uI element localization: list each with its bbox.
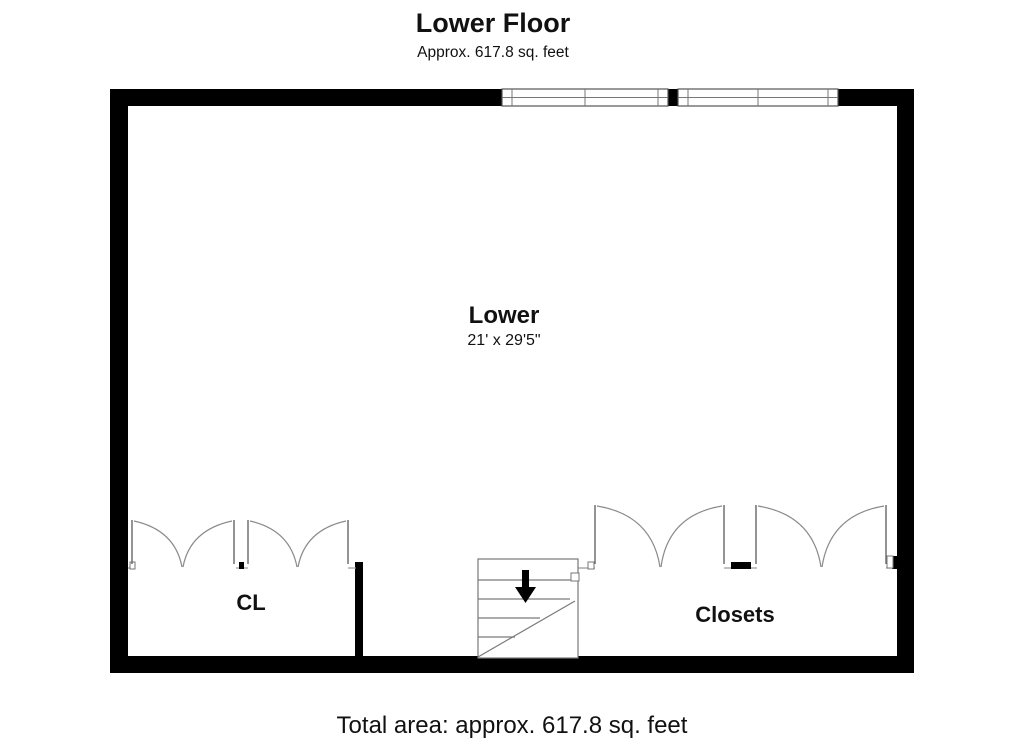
cl-door-right <box>239 520 349 569</box>
cl-door-left <box>129 520 235 570</box>
wall-top-mullion <box>668 89 678 106</box>
down-arrow-icon <box>515 570 536 603</box>
floor-area-label: Approx. 617.8 sq. feet <box>417 44 569 61</box>
room-closets-name: Closets <box>695 602 774 627</box>
room-cl-name: CL <box>236 590 265 615</box>
closets-door-left <box>587 505 725 570</box>
window-left <box>501 88 669 107</box>
wall-top-right <box>838 89 914 106</box>
wall-bottom <box>110 656 914 673</box>
total-area-label: Total area: approx. 617.8 sq. feet <box>336 712 688 739</box>
wall-top-left <box>110 89 502 106</box>
stairs <box>477 558 580 659</box>
room-lower-name: Lower <box>469 302 540 329</box>
cl-partition-wall <box>355 562 363 658</box>
interior-walls <box>355 556 898 658</box>
closets-door-right <box>755 505 894 569</box>
closet-right-stub <box>892 556 898 569</box>
floor-title: Lower Floor <box>415 8 571 38</box>
wall-left <box>110 89 128 673</box>
window-right <box>677 88 839 107</box>
room-lower-dimensions: 21' x 29'5" <box>467 332 540 349</box>
outer-walls <box>110 89 914 673</box>
wall-right <box>897 89 914 673</box>
closet-divider-stub <box>731 562 751 569</box>
